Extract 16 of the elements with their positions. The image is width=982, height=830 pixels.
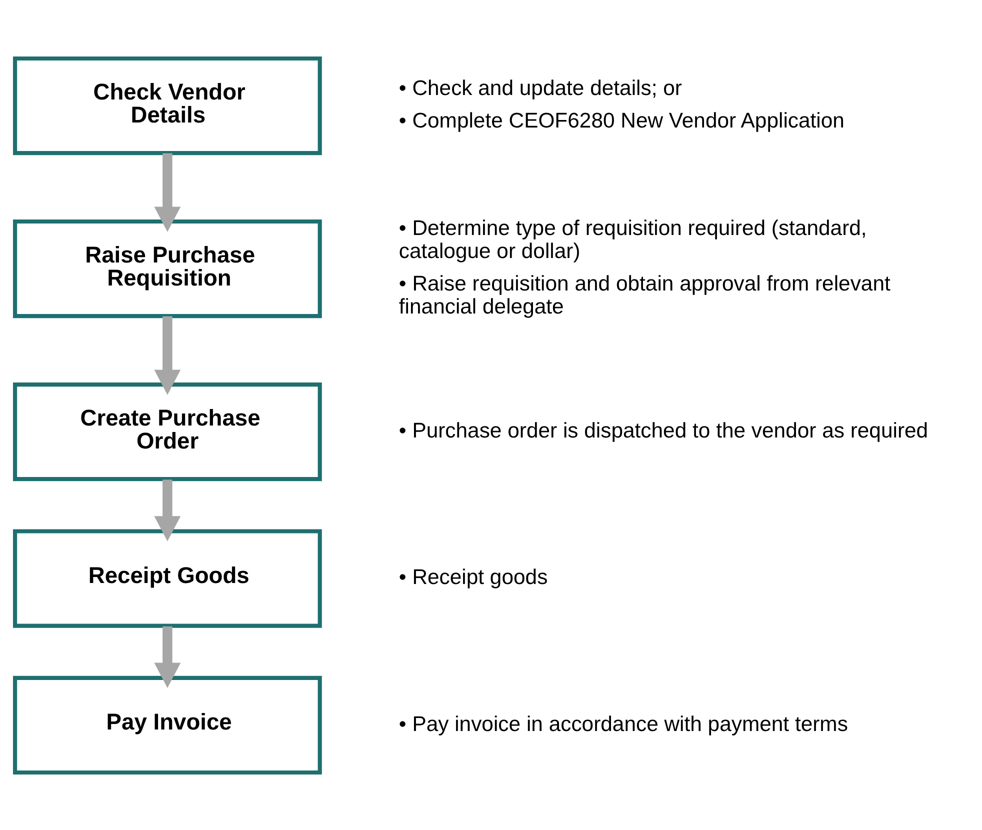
arrow xyxy=(154,479,181,541)
node-label: • Determine type of requisition required (standard, catalogue or dollar) xyxy=(398,216,867,263)
node-box: Raise Purchase Requisition xyxy=(12,218,322,318)
node-box: Check Vendor Details xyxy=(12,56,322,155)
node-label: • Receipt goods xyxy=(398,566,548,589)
node-label: • Purchase order is dispatched to the vendor as required xyxy=(398,418,928,442)
node-box: Receipt Goods xyxy=(12,528,322,628)
node-label: • Check and update details; or xyxy=(398,76,682,100)
arrow xyxy=(154,152,181,232)
arrow xyxy=(154,316,181,394)
node-box: Pay Invoice xyxy=(12,675,322,774)
arrow xyxy=(154,626,181,688)
node-label: • Raise requisition and obtain approval from relevant financial delegate xyxy=(398,272,890,318)
node-label: • Pay invoice in accordance with payment terms xyxy=(398,712,848,736)
node-box: Create Purchase Order xyxy=(12,382,322,481)
node-label: • Complete CEOF6280 New Vendor Application xyxy=(398,109,844,132)
